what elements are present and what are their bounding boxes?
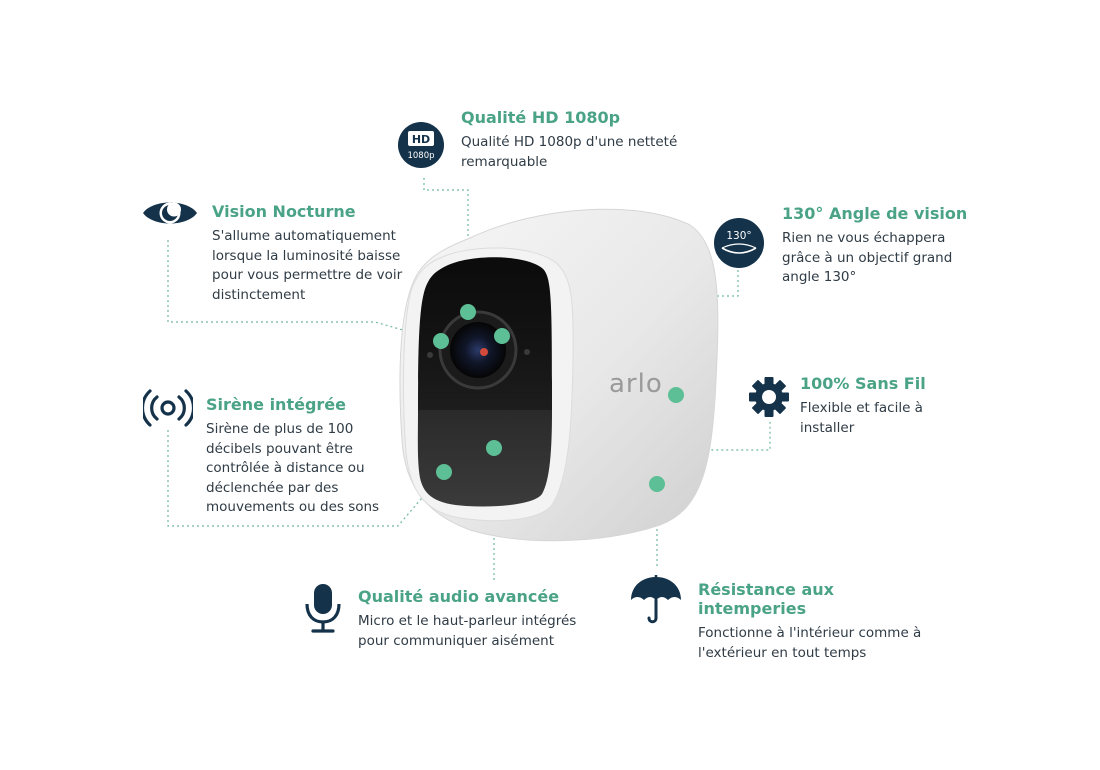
angle-icon-label: 130° xyxy=(726,230,751,242)
connector-siren xyxy=(167,430,445,527)
feature-night-title: Vision Nocturne xyxy=(212,202,356,221)
feature-siren-title: Sirène intégrée xyxy=(206,395,346,414)
feature-wireless: 100% Sans Fil Flexible et facile à insta… xyxy=(800,374,960,438)
gear-icon xyxy=(749,377,789,417)
feature-siren: Sirène intégrée Sirène de plus de 100 dé… xyxy=(206,395,406,518)
hd-icon-resolution: 1080p xyxy=(407,151,434,161)
dot-angle xyxy=(494,328,510,344)
siren-icon xyxy=(143,389,193,427)
hd-icon-label: HD xyxy=(412,133,430,146)
camera-lens xyxy=(450,322,506,378)
feature-audio: Qualité audio avancée Micro et le haut-p… xyxy=(358,587,588,651)
camera-lens-glint xyxy=(480,348,488,356)
feature-hd: Qualité HD 1080p Qualité HD 1080p d'une … xyxy=(461,108,691,172)
camera-ir-led-left xyxy=(427,352,433,358)
feature-audio-title: Qualité audio avancée xyxy=(358,587,560,606)
dot-siren xyxy=(436,464,452,480)
dot-night xyxy=(433,333,449,349)
feature-angle: 130° Angle de vision Rien ne vous échapp… xyxy=(782,204,972,288)
feature-hd-desc: Qualité HD 1080p d'une netteté remarquab… xyxy=(461,134,678,170)
dot-audio xyxy=(486,440,502,456)
feature-siren-desc: Sirène de plus de 100 décibels pouvant ê… xyxy=(206,421,380,515)
hd-1080p-icon: HD 1080p xyxy=(398,122,444,168)
angle-130-icon: 130° xyxy=(714,218,764,268)
feature-night-desc: S'allume automatiquement lorsque la lumi… xyxy=(212,228,403,303)
feature-weather-title: Résistance aux intemperies xyxy=(698,580,834,618)
dot-weather xyxy=(649,476,665,492)
umbrella-icon xyxy=(631,575,681,624)
dot-hd xyxy=(460,304,476,320)
feature-wireless-desc: Flexible et facile à installer xyxy=(800,400,923,436)
feature-angle-desc: Rien ne vous échappera grâce à un object… xyxy=(782,230,953,285)
microphone-icon xyxy=(305,584,341,633)
feature-angle-title: 130° Angle de vision xyxy=(782,204,968,223)
feature-audio-desc: Micro et le haut-parleur intégrés pour c… xyxy=(358,613,577,649)
dot-wireless xyxy=(668,387,684,403)
eye-moon-icon xyxy=(143,202,197,224)
camera-brand-logo: arlo xyxy=(609,369,663,399)
camera-ir-led-right xyxy=(524,349,530,355)
feature-wireless-title: 100% Sans Fil xyxy=(800,374,926,393)
feature-weather: Résistance aux intemperies Fonctionne à … xyxy=(698,580,938,663)
camera-sensor-panel xyxy=(417,410,552,507)
feature-weather-desc: Fonctionne à l'intérieur comme à l'extér… xyxy=(698,625,922,661)
feature-hd-title: Qualité HD 1080p xyxy=(461,108,621,127)
feature-night: Vision Nocturne S'allume automatiquement… xyxy=(212,202,412,305)
connector-night xyxy=(167,240,442,342)
